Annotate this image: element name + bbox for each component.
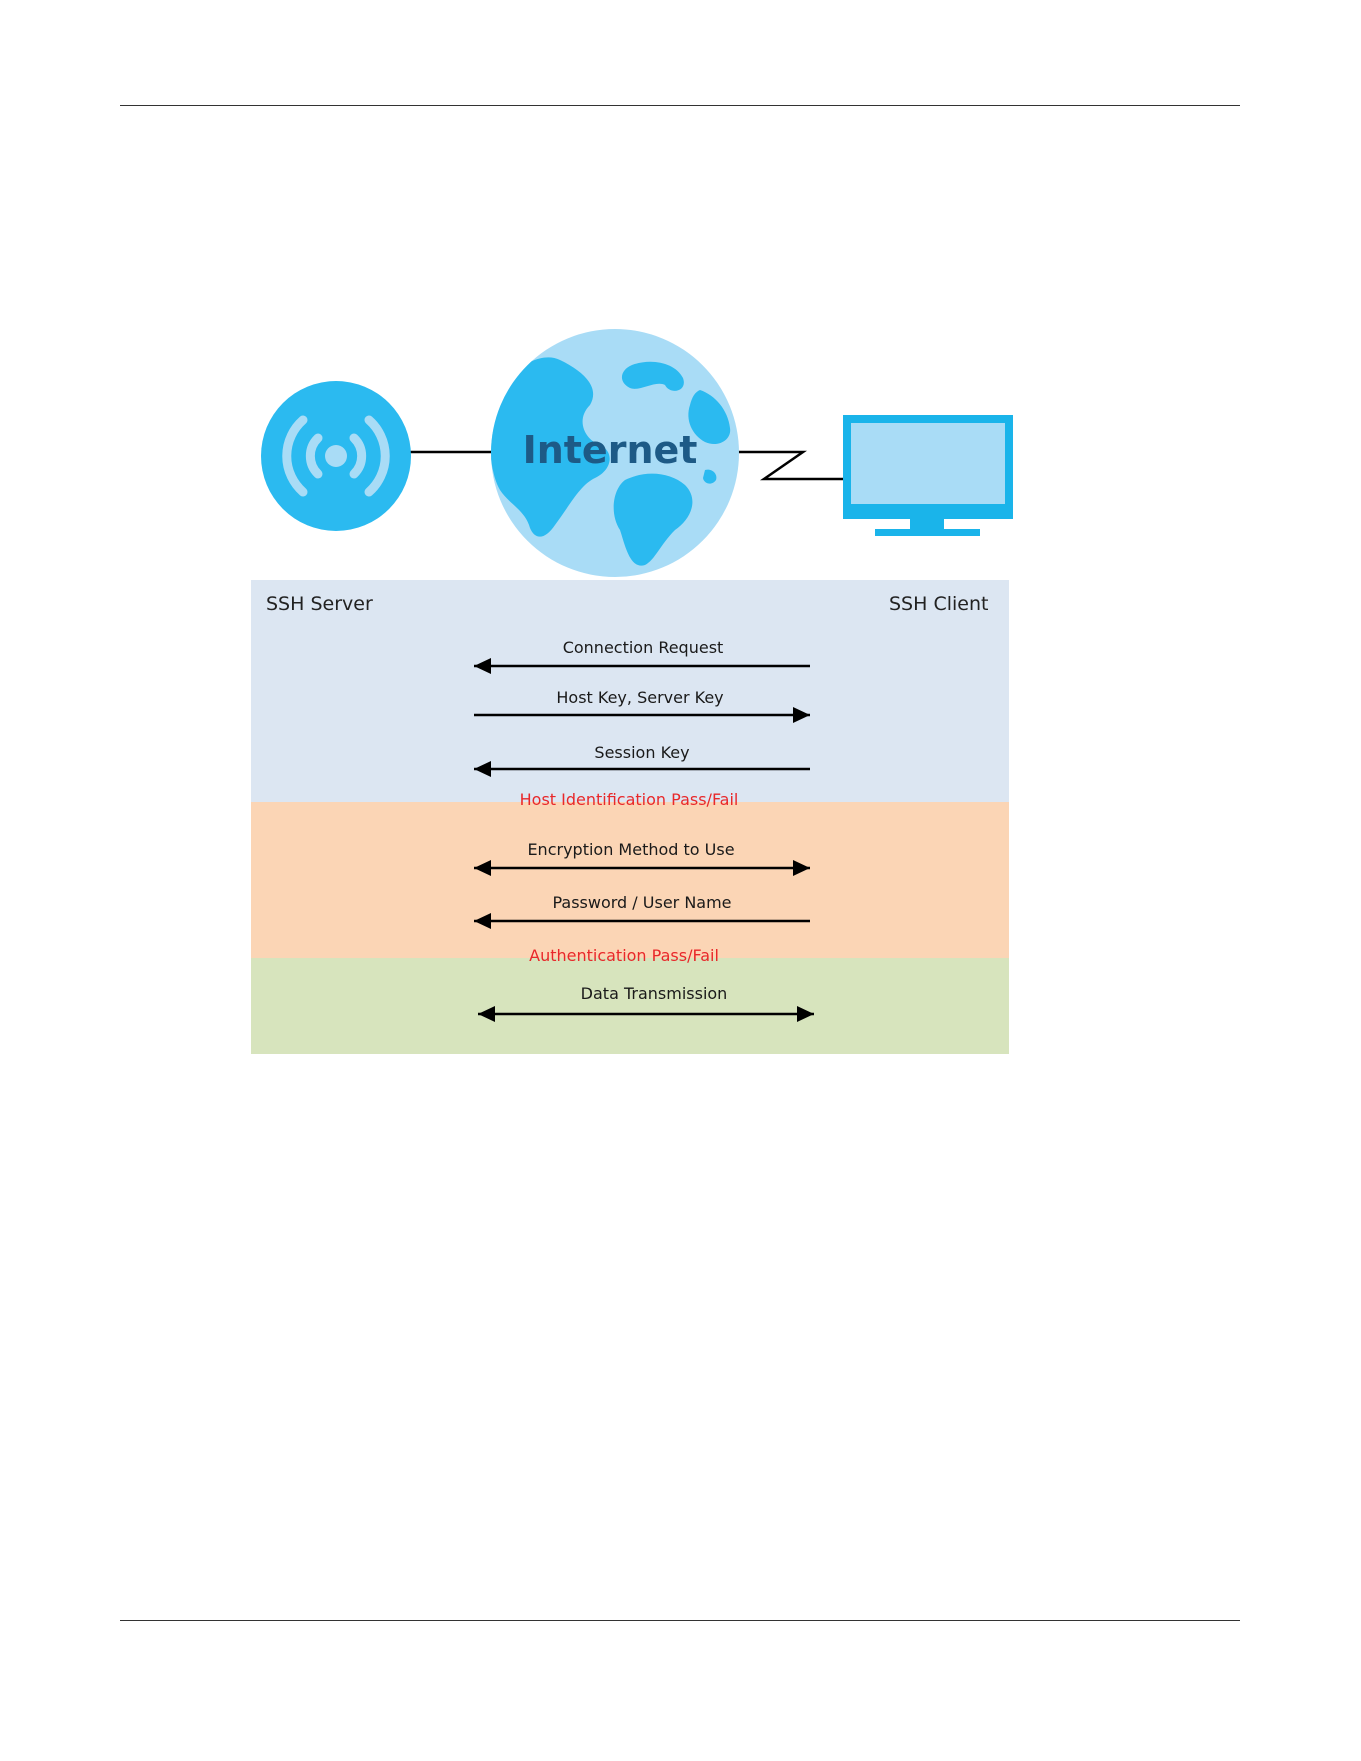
status-host-identification: Host Identification Pass/Fail (520, 790, 739, 809)
arrow-data-transmission (478, 1006, 814, 1022)
wireless-server-icon (261, 381, 411, 531)
arrow-encryption-method (474, 860, 810, 876)
arrow-connection-request (474, 658, 810, 674)
message-label-connection-request: Connection Request (563, 638, 724, 657)
arrow-session-key (474, 761, 810, 777)
internet-client-link (738, 452, 843, 479)
message-label-password-username: Password / User Name (552, 893, 731, 912)
message-label-data-transmission: Data Transmission (581, 984, 728, 1003)
ssh-client-label: SSH Client (889, 593, 988, 615)
arrow-host-key (474, 707, 810, 723)
message-label-encryption-method: Encryption Method to Use (527, 840, 734, 859)
computer-monitor-icon (843, 415, 1013, 536)
status-authentication: Authentication Pass/Fail (529, 946, 719, 965)
internet-label: Internet (523, 428, 698, 472)
arrow-password-username (474, 913, 810, 929)
message-label-host-key: Host Key, Server Key (556, 688, 723, 707)
ssh-server-label: SSH Server (266, 593, 373, 615)
message-label-session-key: Session Key (594, 743, 689, 762)
